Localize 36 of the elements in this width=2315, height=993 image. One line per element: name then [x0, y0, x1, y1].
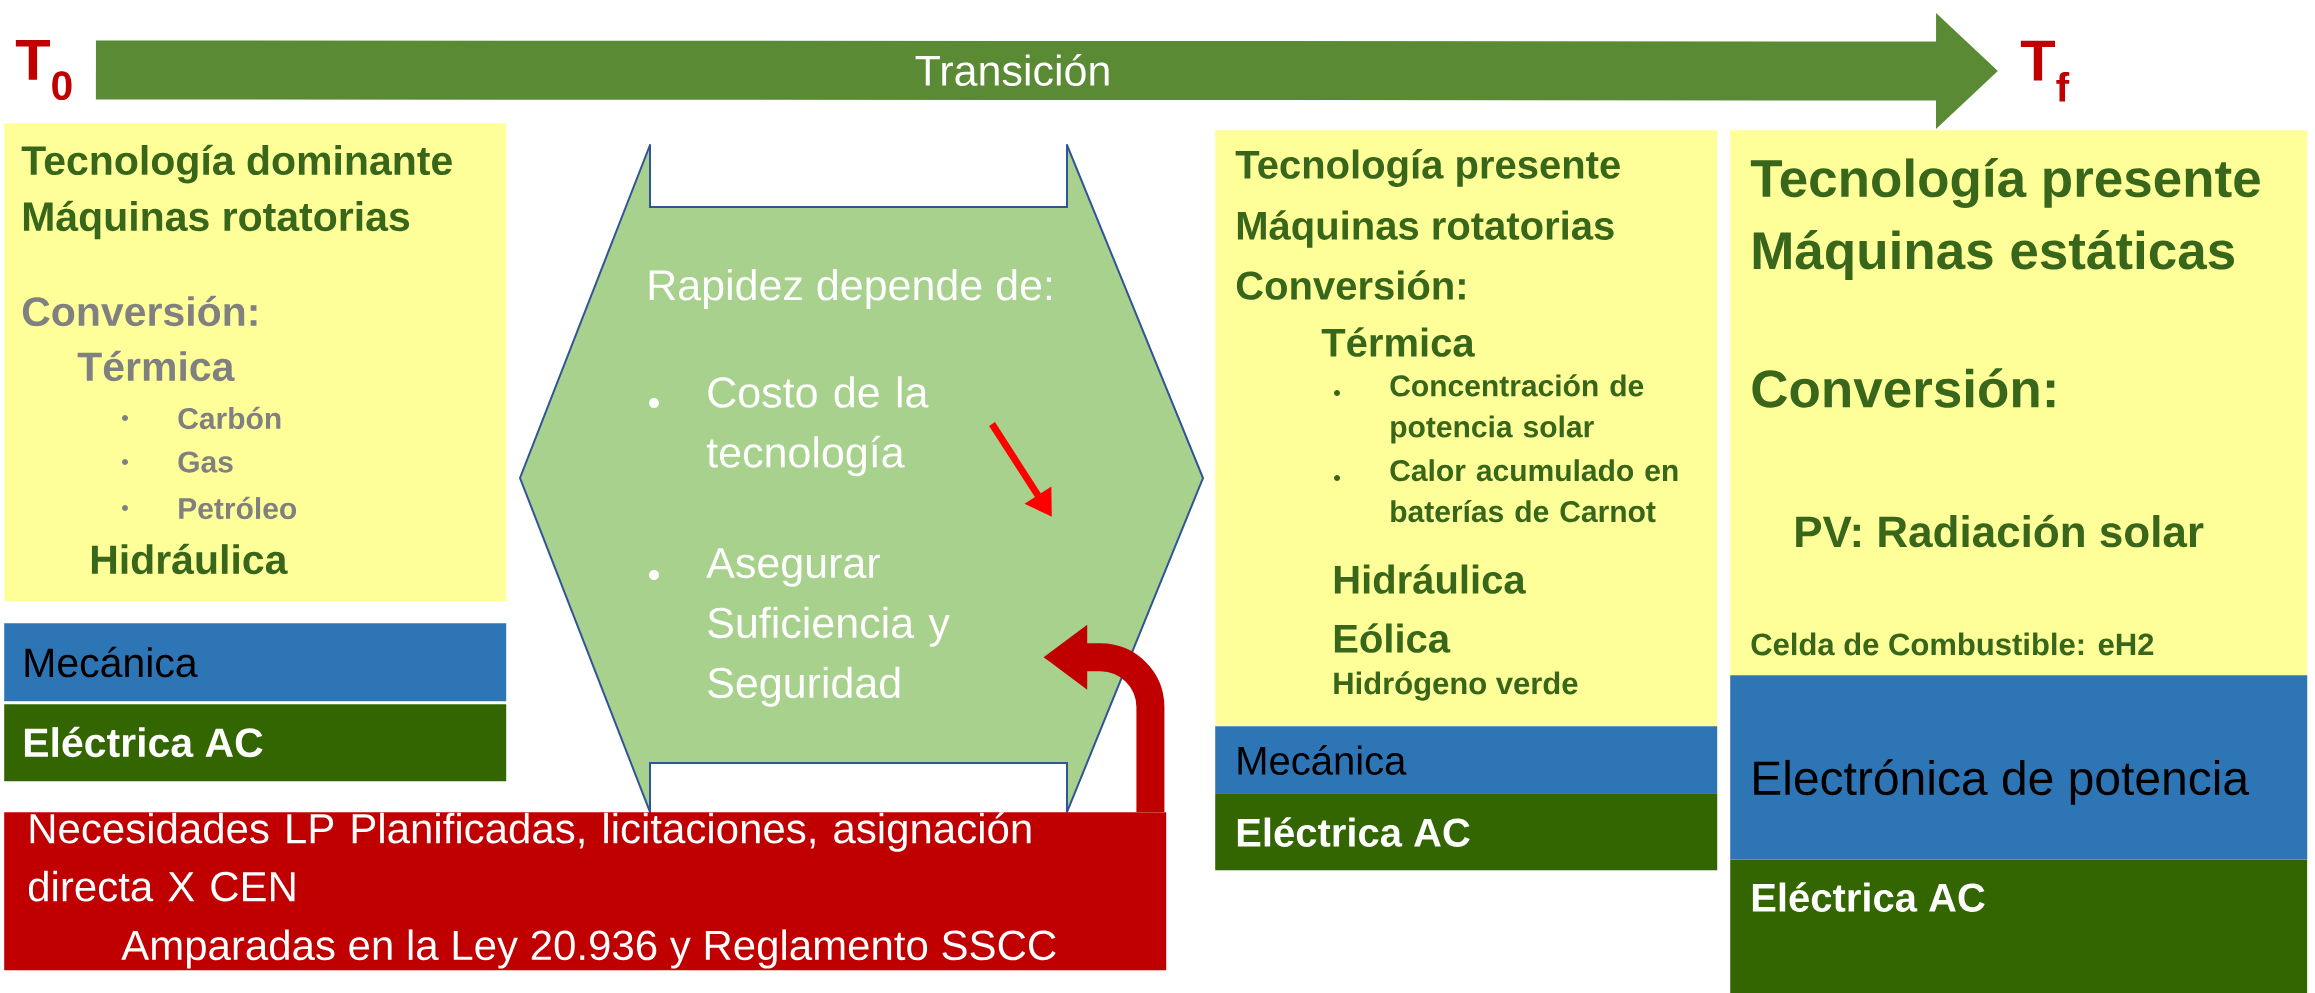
bullet-item: Costo de la tecnología [649, 376, 929, 477]
panel-text: Hidrógeno verde [1334, 671, 1578, 701]
panel-text: Térmica [1321, 327, 1475, 357]
panel-text: Máquinas rotatorias [1237, 210, 1614, 248]
label-band: Mecánica [4, 623, 507, 702]
panel-text: Tecnología dominante [21, 144, 452, 184]
panel-text: Máquinas estáticas [1753, 230, 2234, 280]
panel-text: Conversión: [1752, 368, 2055, 408]
panel-text: Conversión: [1236, 270, 1465, 300]
bullet-item: Asegurar Suficiencia y Seguridad [649, 548, 950, 707]
panel-text: Eólica [1334, 623, 1451, 653]
panel-text: Hidráulica [91, 543, 288, 575]
label-band: Electrónica de potencia [1730, 675, 2308, 860]
panel-text: Amparadas en la Ley 20.936 y Reglamento SSCC [121, 929, 1056, 969]
panel-text: Hidráulica [1334, 564, 1526, 594]
bullet-item: Gas [122, 451, 233, 473]
panel-text: PV: Radiación solar [1796, 514, 2204, 548]
panel-text: Rapidez depende de: [649, 268, 1051, 310]
bullet-item: Carbón [122, 406, 281, 430]
panel-text: Tecnología presente [1750, 157, 2260, 209]
panel-text: Conversión: [22, 295, 257, 327]
label-band: Eléctrica AC [1730, 859, 2308, 993]
edge-label: Transición [912, 51, 1114, 89]
panel-text: Térmica [77, 350, 235, 382]
panel-text: Tecnología presente [1235, 149, 1620, 187]
bullet-item: Petróleo [122, 496, 297, 520]
label-band: Eléctrica AC [4, 704, 507, 782]
panel-text: Celda de Combustible: eH2 [1751, 632, 2154, 656]
bullet-item: Calor acumulado en baterías de Carnot [1334, 459, 1678, 523]
panel-text: Necesidades LP Planificadas, licitaciones, asignación directa X CEN [28, 812, 1031, 902]
time-label: T$_{0}$ [15, 39, 72, 101]
bullet-item: Concentración de potencia solar [1334, 374, 1644, 444]
panel-text: Máquinas rotatorias [23, 200, 410, 240]
label-band: Mecánica [1215, 726, 1718, 794]
time-label: T$_{f}$ [2020, 40, 2070, 102]
label-band: Eléctrica AC [1215, 793, 1718, 871]
